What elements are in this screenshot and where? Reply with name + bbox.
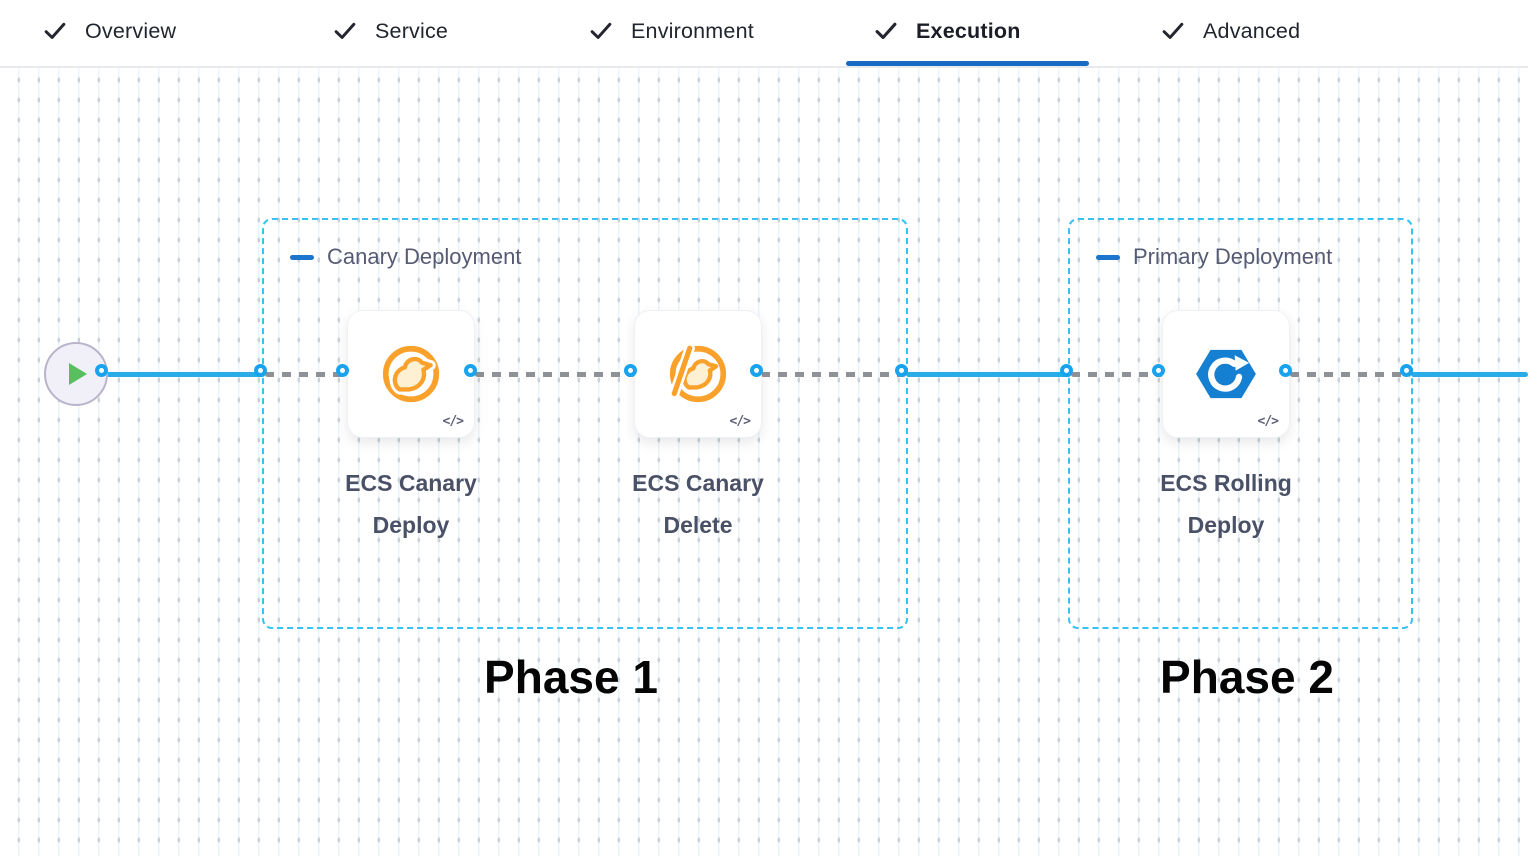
- play-icon: [69, 363, 87, 385]
- check-icon: [1162, 22, 1184, 39]
- stage-group-primary-deployment: Primary Deployment: [1068, 218, 1413, 629]
- connector-solid: [906, 372, 1071, 377]
- connection-port[interactable]: [624, 364, 637, 377]
- step-card-ecs-canary-delete[interactable]: </>: [634, 310, 762, 438]
- connector-solid: [106, 372, 265, 377]
- tab-label: Environment: [631, 18, 754, 43]
- tab-label: Overview: [85, 18, 177, 43]
- connector-dashed: [1290, 372, 1411, 377]
- tab-overview[interactable]: Overview: [42, 0, 176, 62]
- connector-dashed: [475, 372, 635, 377]
- connector-dashed: [761, 372, 906, 377]
- tab-execution[interactable]: Execution: [873, 0, 1021, 62]
- connection-port[interactable]: [1400, 364, 1413, 377]
- tab-label: Service: [375, 18, 449, 43]
- connection-port[interactable]: [1279, 364, 1292, 377]
- tab-environment[interactable]: Environment: [588, 0, 754, 62]
- tab-service[interactable]: Service: [332, 0, 448, 62]
- stage-group-canary-deployment: Canary Deployment: [262, 218, 908, 629]
- phase-1-annotation: Phase 1: [484, 651, 658, 703]
- tab-advanced[interactable]: Advanced: [1160, 0, 1300, 62]
- ecs-canary-delete-icon: [669, 343, 727, 403]
- connector-dashed: [265, 372, 347, 377]
- step-name-ecs-rolling-deploy: ECS Rolling Deploy: [1160, 470, 1292, 538]
- phase-2-annotation: Phase 2: [1160, 651, 1334, 703]
- ecs-canary-deploy-icon: [382, 345, 440, 403]
- group-header: Canary Deployment: [290, 244, 521, 270]
- check-icon: [875, 22, 897, 40]
- tab-label: Advanced: [1203, 18, 1301, 43]
- connection-port[interactable]: [464, 364, 477, 377]
- collapse-minus-icon[interactable]: [290, 254, 314, 260]
- connector-dashed: [1071, 372, 1163, 377]
- connection-port[interactable]: [1060, 364, 1073, 377]
- ecs-rolling-deploy-icon: [1196, 349, 1256, 399]
- tab-label: Execution: [916, 18, 1021, 43]
- active-tab-underline: [846, 61, 1089, 66]
- code-icon: </>: [442, 414, 465, 429]
- check-icon: [44, 22, 66, 39]
- collapse-minus-icon[interactable]: [1096, 254, 1120, 260]
- step-name-ecs-canary-deploy: ECS Canary Deploy: [345, 470, 477, 538]
- connection-port[interactable]: [254, 364, 267, 377]
- code-icon: </>: [729, 414, 752, 429]
- pipeline-canvas[interactable]: Canary Deployment Primary Deployment: [0, 68, 1528, 856]
- code-icon: </>: [1257, 414, 1280, 429]
- connection-port[interactable]: [895, 364, 908, 377]
- stage-config-tab-bar: Overview Service Environment Execution A: [0, 0, 1528, 68]
- connection-port[interactable]: [750, 364, 763, 377]
- group-label: Canary Deployment: [327, 244, 522, 269]
- group-label: Primary Deployment: [1133, 244, 1333, 269]
- connection-port[interactable]: [95, 364, 108, 377]
- connector-solid: [1411, 372, 1528, 377]
- step-card-ecs-canary-deploy[interactable]: </>: [347, 310, 475, 438]
- step-name-ecs-canary-delete: ECS Canary Delete: [632, 470, 764, 538]
- check-icon: [334, 22, 356, 39]
- connection-port[interactable]: [336, 364, 349, 377]
- check-icon: [590, 22, 612, 39]
- step-card-ecs-rolling-deploy[interactable]: </>: [1162, 310, 1290, 438]
- connection-port[interactable]: [1152, 364, 1165, 377]
- group-header: Primary Deployment: [1096, 244, 1332, 270]
